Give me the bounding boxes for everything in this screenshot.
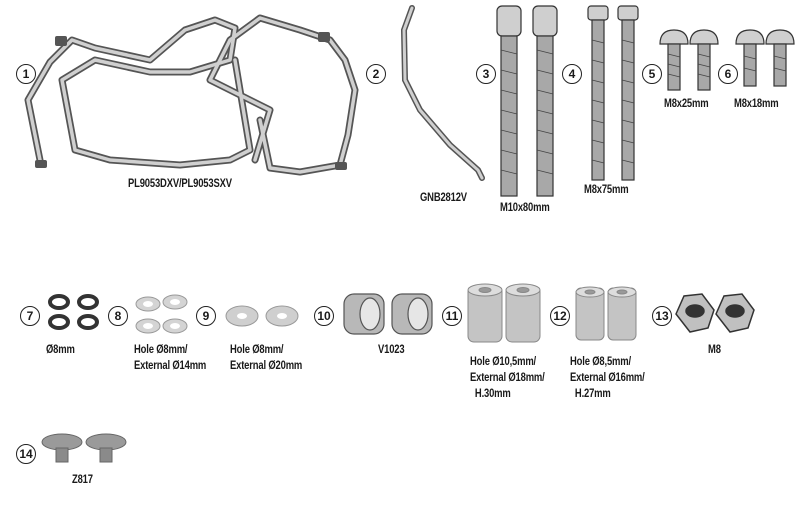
bar-illustration <box>400 5 485 181</box>
part-number-7: 7 <box>20 306 40 326</box>
part-number-13: 13 <box>652 306 672 326</box>
part-number-12: 12 <box>550 306 570 326</box>
part-label-3: M10x80mm <box>500 202 550 214</box>
frame-illustration <box>24 14 359 176</box>
part-label-11: Hole Ø10,5mm/ External Ø18mm/ H.30mm <box>470 354 545 402</box>
part-label-12: Hole Ø8,5mm/ External Ø16mm/ H.27mm <box>570 354 645 402</box>
part-label-9-line-2: External Ø20mm <box>230 360 303 372</box>
part-label-7: Ø8mm <box>46 344 75 356</box>
part-label-8-line-2: External Ø14mm <box>134 360 207 372</box>
part-label-9-line-1: Hole Ø8mm/ <box>230 344 284 356</box>
part-label-4: M8x75mm <box>584 184 629 196</box>
part-label-2: GNB2812V <box>420 192 467 204</box>
part-number-11: 11 <box>442 306 462 326</box>
part-label-8-line-1: Hole Ø8mm/ <box>134 344 188 356</box>
part-number-4: 4 <box>562 64 582 84</box>
part-label-10: V1023 <box>378 344 405 356</box>
part-label-6: M8x18mm <box>734 98 779 110</box>
part-label-12-line-1: Hole Ø8,5mm/ <box>570 356 631 368</box>
part-number-2: 2 <box>366 64 386 84</box>
part-number-9: 9 <box>196 306 216 326</box>
part-label-13: M8 <box>708 344 721 356</box>
bolt-illustration <box>496 5 558 197</box>
part-number-6: 6 <box>718 64 738 84</box>
part-label-9: Hole Ø8mm/ External Ø20mm <box>230 342 302 374</box>
bolt-illustration <box>659 29 719 91</box>
part-label-12-line-3: H.27mm <box>574 388 611 400</box>
part-number-8: 8 <box>108 306 128 326</box>
part-number-5: 5 <box>642 64 662 84</box>
part-label-1: PL9053DXV/PL9053SXV <box>128 178 232 190</box>
part-number-3: 3 <box>476 64 496 84</box>
part-label-11-line-3: H.30mm <box>474 388 511 400</box>
part-label-8: Hole Ø8mm/ External Ø14mm <box>134 342 206 374</box>
part-label-14: Z817 <box>72 474 93 486</box>
bolt-illustration <box>587 5 639 181</box>
bolt-illustration <box>735 29 795 87</box>
part-label-5: M8x25mm <box>664 98 709 110</box>
part-number-14: 14 <box>16 444 36 464</box>
part-label-11-line-2: External Ø18mm/ <box>470 372 545 384</box>
part-label-12-line-2: External Ø16mm/ <box>570 372 645 384</box>
part-label-11-line-1: Hole Ø10,5mm/ <box>470 356 537 368</box>
part-number-10: 10 <box>314 306 334 326</box>
part-number-1: 1 <box>16 64 36 84</box>
